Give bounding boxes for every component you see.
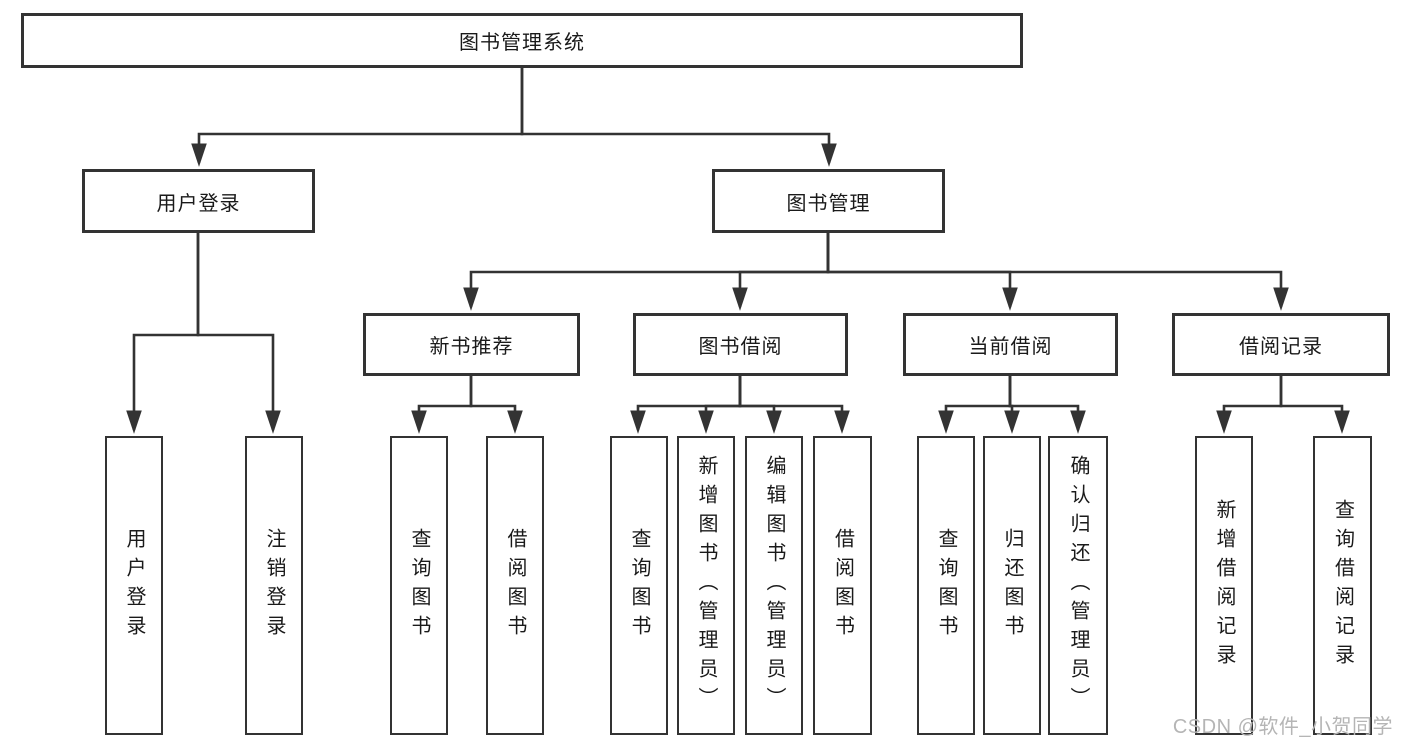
leaf-borrow-books: 借阅图书: [813, 436, 872, 735]
leaf-return-books-label: 归还图书: [1001, 527, 1023, 644]
node-root-system: 图书管理系统: [21, 13, 1023, 68]
connector-book-mgmt-to-book-borrow: [732, 233, 830, 311]
node-new-book-recommend-label: 新书推荐: [429, 336, 514, 358]
leaf-query-books-current: 查询图书: [917, 436, 975, 735]
connector-book-mgmt-to-new-book-rec: [463, 233, 830, 311]
leaf-edit-books-admin: 编辑图书（管理员）: [745, 436, 803, 735]
node-current-borrow-label: 当前借阅: [968, 336, 1053, 358]
leaf-user-login: 用户登录: [105, 436, 163, 735]
connector-book-mgmt-to-borrow-records: [826, 233, 1289, 311]
node-book-borrow-label: 图书借阅: [698, 336, 783, 358]
node-root-label: 图书管理系统: [459, 32, 585, 54]
connector-book-borrow-to-edit: [738, 376, 782, 434]
connector-borrow-records-to-query: [1279, 376, 1350, 434]
leaf-borrow-books-label: 借阅图书: [831, 527, 854, 644]
node-borrow-records: 借阅记录: [1172, 313, 1390, 376]
leaf-query-borrow-record: 查询借阅记录: [1313, 436, 1372, 735]
connector-new-book-rec-to-query: [411, 376, 473, 434]
connector-user-login-to-leaf-logout: [196, 233, 281, 434]
leaf-query-books-recommend-label: 查询图书: [408, 527, 430, 644]
leaf-user-login-label: 用户登录: [123, 527, 145, 644]
connector-book-borrow-to-query: [630, 376, 742, 434]
leaf-add-borrow-record: 新增借阅记录: [1195, 436, 1253, 735]
leaf-query-books-current-label: 查询图书: [935, 527, 957, 644]
node-new-book-recommend: 新书推荐: [363, 313, 580, 376]
node-borrow-records-label: 借阅记录: [1239, 336, 1323, 358]
leaf-query-books-borrow-label: 查询图书: [628, 527, 650, 644]
leaf-add-books-admin: 新增图书（管理员）: [677, 436, 735, 735]
node-user-login-label: 用户登录: [156, 192, 241, 215]
leaf-edit-books-admin-label: 编辑图书（管理员）: [763, 455, 785, 716]
connector-borrow-records-to-add: [1216, 376, 1283, 434]
connector-new-book-rec-to-borrow: [469, 376, 523, 434]
connector-current-borrow-to-confirm: [1008, 376, 1086, 434]
node-current-borrow: 当前借阅: [903, 313, 1118, 376]
leaf-return-books: 归还图书: [983, 436, 1041, 735]
node-book-borrow: 图书借阅: [633, 313, 848, 376]
leaf-query-books-recommend: 查询图书: [390, 436, 448, 735]
node-book-management: 图书管理: [712, 169, 945, 233]
connector-book-mgmt-to-current-borrow: [826, 233, 1018, 311]
csdn-watermark: CSDN @软件_小贺同学: [1172, 716, 1393, 738]
leaf-add-borrow-record-label: 新增借阅记录: [1213, 498, 1235, 673]
leaf-logout-label: 注销登录: [263, 527, 285, 644]
leaf-confirm-return-admin: 确认归还（管理员）: [1048, 436, 1108, 735]
connector-book-borrow-to-borrow: [738, 376, 850, 434]
leaf-borrow-books-recommend-label: 借阅图书: [504, 527, 526, 644]
connector-root-to-book-mgmt: [520, 68, 837, 167]
leaf-query-borrow-record-label: 查询借阅记录: [1331, 498, 1354, 673]
leaf-logout: 注销登录: [245, 436, 303, 735]
leaf-query-books-borrow: 查询图书: [610, 436, 668, 735]
leaf-confirm-return-admin-label: 确认归还（管理员）: [1067, 455, 1089, 716]
connector-root-to-user-login: [191, 68, 524, 167]
connector-current-borrow-to-return: [1004, 376, 1020, 434]
leaf-borrow-books-recommend: 借阅图书: [486, 436, 544, 735]
connector-current-borrow-to-query: [938, 376, 1012, 434]
leaf-add-books-admin-label: 新增图书（管理员）: [695, 455, 717, 716]
connector-book-borrow-to-add: [698, 376, 742, 434]
node-book-management-label: 图书管理: [786, 192, 871, 215]
node-user-login: 用户登录: [82, 169, 315, 233]
connector-user-login-to-leaf-login: [126, 233, 200, 434]
